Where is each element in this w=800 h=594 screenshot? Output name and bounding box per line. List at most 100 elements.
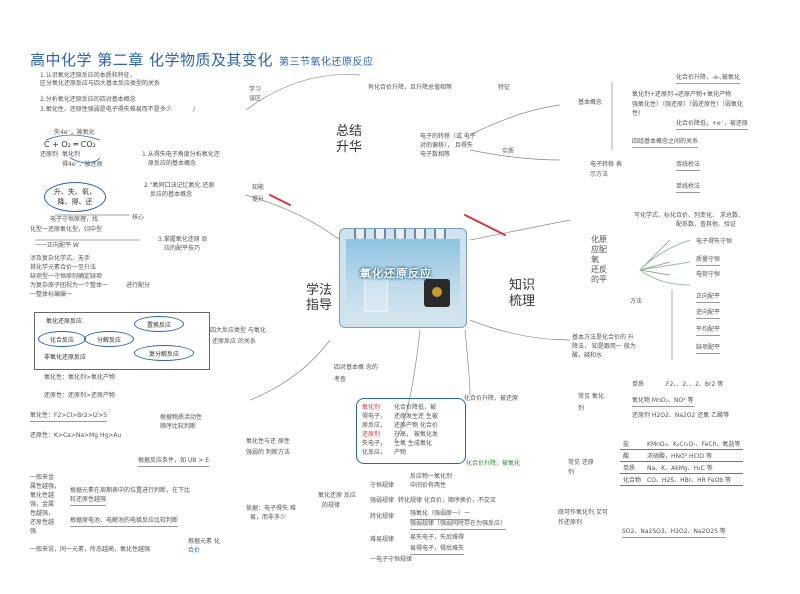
- compare-12: 性越强，: [30, 510, 55, 517]
- section-summary-2: 升华: [336, 140, 363, 155]
- right-m3: 平均配平: [696, 326, 721, 337]
- law-9: 转化规律 化合价，顺序换价，不交叉: [398, 497, 496, 504]
- right-p3: 电荷守恒: [696, 271, 721, 278]
- right-m6: 降法， 知是跟用一 般为: [572, 343, 636, 350]
- table-cell: 盐: [620, 438, 645, 450]
- concept-r1: 氧化剂: [362, 404, 381, 411]
- concept-r12: 产物: [394, 449, 407, 456]
- right-p2: 质量守恒: [696, 256, 721, 267]
- complex-5: 进行配分: [126, 282, 151, 289]
- type-non-redox: 非氧化还原反应: [44, 354, 87, 361]
- concept-r2: 得电子，: [362, 413, 387, 420]
- feature-label: 特征: [498, 84, 511, 91]
- conserve-1: 电子守恒原理，找: [50, 216, 99, 223]
- compare-1: 氧化性：氧化剂>氧化产物: [44, 374, 116, 381]
- complex-4: 为复杂原子团视为一个整体一: [30, 282, 109, 289]
- law-3: 转化规律: [370, 513, 395, 520]
- compare-16: 较还原性越强: [70, 496, 107, 507]
- judge-1: 氧化性与还 原性: [246, 438, 290, 445]
- beaker-icon: [364, 271, 388, 312]
- table-cell: 单质: [620, 461, 645, 474]
- right-m5: 基本方法是化合价的 升: [572, 334, 634, 341]
- concept-l15: 化合价升降，被氧化: [466, 460, 521, 467]
- right-o3: 氧化物 MnO₂、NO² 等: [632, 397, 694, 408]
- compare-5: 根据物质活动性: [160, 414, 203, 421]
- note-2: 2."氧同口诀记忆氧化 还原: [144, 182, 215, 189]
- section-core: 核心: [132, 214, 145, 221]
- right-balance-4: 还反: [591, 265, 607, 274]
- balance-2: 应的配平技巧: [164, 245, 201, 252]
- type-combine: 化合反应: [38, 331, 86, 347]
- meter-icon: [424, 279, 450, 307]
- compare-2: 还原性：还原剂>还原产物: [44, 392, 116, 399]
- goal-3: 3.氧化性、还原性强弱是电子得失难易而不是多少: [40, 106, 172, 113]
- concept-r13: 化合价升降，被还原: [464, 395, 519, 402]
- compare-18: 一般来说，同一元素，所态越高，氧化性越强: [30, 546, 151, 553]
- law-4: 难易规律: [370, 536, 395, 543]
- section-location: 误区: [249, 95, 262, 102]
- center-label: 氧化还原反应: [360, 267, 432, 280]
- right-t1: 双线桥法: [676, 161, 701, 172]
- diagram-arrows: [45, 134, 101, 164]
- compare-3: 氧化性：F2>Cl>Br2>I2>S: [30, 412, 108, 423]
- section-study: 学习: [249, 86, 262, 93]
- right-transfer: 电子转移 表: [590, 161, 622, 168]
- law-8: 中间价有两性: [410, 482, 447, 489]
- law-title: 氧化还原 反应: [318, 492, 356, 499]
- table-cell: Na、K、AkMg、H₂C 等: [644, 461, 744, 474]
- law-5: 一电子守恒规律: [370, 556, 413, 563]
- compare-9: 属性越强，: [30, 483, 61, 490]
- table-cell: CO、H2S、HBr、HR FeOb 等: [644, 473, 744, 486]
- right-o1: 单质: [632, 381, 645, 388]
- complex-3: 缺项型一守恒原则确定缺项: [30, 273, 103, 280]
- concept-check-1: 四对基本概 念的: [334, 364, 378, 371]
- law-1: 守恒规律: [370, 482, 395, 489]
- compare-14: 强: [30, 528, 37, 535]
- diagram-label-2: 氧化剂: [62, 151, 81, 158]
- law-6: 反应物一氧化剂: [410, 473, 453, 480]
- judge-4: 易，而非多少: [250, 514, 287, 521]
- compare-4: 还原性：K>Ca>Na>Mg Hg>Au: [30, 432, 122, 439]
- table-cell: KMnO₄、K₂Cr₂O₇、FeCh、氧盐等: [644, 438, 744, 450]
- title-sub: 第三节氧化还原反应: [279, 57, 374, 68]
- right-b4: 性）: [632, 110, 645, 117]
- right-balance-1: 化原: [591, 235, 607, 244]
- section-summary: 总结: [336, 124, 363, 139]
- essence-1: 电子的转移（或 电子: [420, 133, 476, 140]
- right-b2: 氧化剂+还原剂→还原产物+氧化产物: [632, 91, 732, 98]
- compare-10: 氧化性越: [30, 492, 55, 499]
- law-2: 强弱规律: [370, 497, 395, 504]
- judge-3: 依据：电子得失 难: [246, 505, 296, 512]
- type-decompose: 分解反应: [84, 331, 134, 347]
- right-b3: 强氧化性）（强还原）（弱还原性）（弱氧化: [632, 101, 744, 108]
- right-balance-3: 氧: [591, 255, 599, 264]
- right-p1: 电子得失守恒: [696, 238, 733, 245]
- compare-13: 还原性越: [30, 519, 55, 526]
- right-b5: 化合价降低，+e⁻，被还原: [676, 120, 748, 131]
- section-knowledge: 知识: [509, 278, 536, 293]
- right-balance-5: 的平: [591, 275, 607, 284]
- conserve-2: 化型一还原氧化型，归中型: [30, 226, 103, 233]
- right-o2: F2、、2、、2、Br2 等: [666, 381, 724, 388]
- right-m2: 逆向配平: [696, 309, 721, 320]
- compare-20: 合价: [188, 547, 201, 554]
- compare-7: 根据反应条件，如 UB > E: [138, 457, 210, 468]
- law-12: 强弱规律（强弱同时存在为强反应）: [410, 520, 507, 531]
- compare-8: 一般来金: [30, 474, 55, 481]
- compare-11: 强，金属: [30, 501, 55, 508]
- right-method: 方法: [630, 298, 643, 305]
- concept-r3: 原反应，: [362, 422, 387, 429]
- right-basic: 基本概念: [578, 99, 603, 106]
- type-replace: 置换反应: [134, 316, 184, 332]
- essence-2: 对的偏移）， 且得失: [420, 142, 473, 149]
- diagram-bottom: 得4e⁻，被还原: [62, 161, 103, 168]
- concept-r7: 化合价降低，被: [394, 404, 437, 411]
- law-title-2: 的规律: [322, 502, 341, 509]
- complex-1: 涉及复杂化学式，无手: [30, 255, 91, 262]
- right-both: 既可作氧化剂 又可: [558, 509, 608, 516]
- right-m4: 缺项配平: [696, 344, 721, 355]
- compare-19: 根据元素 化: [188, 538, 220, 545]
